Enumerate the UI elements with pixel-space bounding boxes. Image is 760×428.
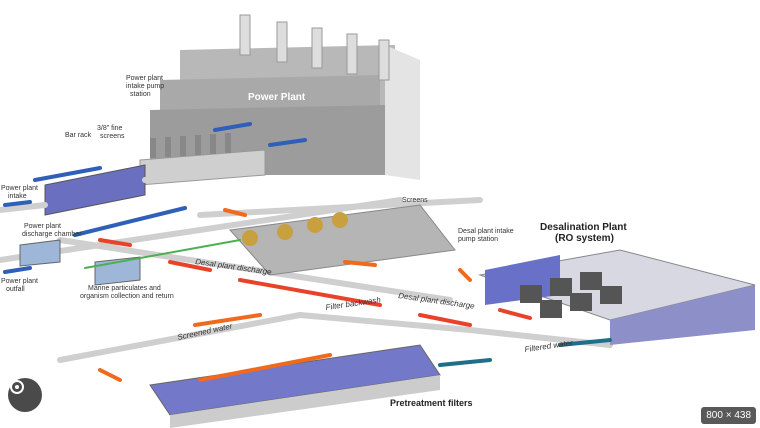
svg-text:Power plant: Power plant [126,75,163,82]
desal-intake-pump-station-label: Desal plant intake pump station [458,228,514,243]
power-plant-outfall-label: Power plant outfall [1,278,38,293]
svg-text:Marine particulates and: Marine particulates and [88,285,161,292]
svg-text:pump station: pump station [458,236,498,243]
desal-plant-discharge-label-2: Desal plant discharge [398,291,476,311]
image-size-badge: 800 × 438 [701,407,756,424]
svg-text:Desalination Plant: Desalination Plant [540,222,627,233]
desalination-plant-building [478,249,756,345]
filtered-water-label: Filtered water [524,338,574,354]
svg-text:Desal plant intake: Desal plant intake [458,228,514,235]
svg-text:intake pump: intake pump [126,83,164,90]
desalination-plant-label: Desalination Plant (RO system) [540,222,627,244]
svg-text:3/8" fine: 3/8" fine [97,125,123,132]
google-lens-icon[interactable] [8,378,42,412]
svg-text:screens: screens [100,133,125,140]
svg-text:Power plant: Power plant [1,278,38,285]
svg-text:discharge chamber: discharge chamber [22,231,82,238]
power-plant-intake-label: Power plant intake [1,185,38,200]
svg-text:outfall: outfall [6,286,25,293]
svg-text:organism collection and return: organism collection and return [80,293,174,300]
svg-text:Power plant: Power plant [1,185,38,192]
fine-screens-label: 3/8" fine screens [97,125,125,140]
marine-particulates-label: Marine particulates and organism collect… [80,285,174,300]
pretreatment-filters-label: Pretreatment filters [390,398,473,408]
power-plant-intake-pump-station-label: Power plant intake pump station [126,75,164,98]
svg-text:Power plant: Power plant [24,223,61,230]
svg-text:station: station [130,91,151,98]
svg-text:(RO system): (RO system) [555,233,614,244]
pretreatment-filters [149,344,441,428]
discharge-chamber-label: Power plant discharge chamber [22,223,82,238]
power-plant-label: Power Plant [248,92,306,103]
svg-text:intake: intake [8,193,27,200]
power-plant-building: Power Plant [150,14,420,180]
screens-label: Screens [402,197,428,204]
bar-rack-label: Bar rack [65,132,92,139]
